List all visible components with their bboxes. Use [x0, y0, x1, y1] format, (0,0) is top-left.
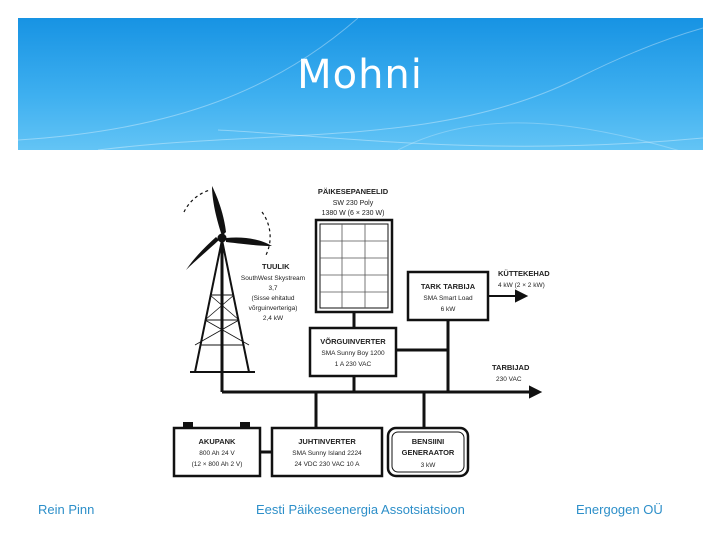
wind-turbine-note2: võrguinverteriga) — [249, 305, 298, 312]
wind-turbine-model: SouthWest Skystream — [241, 275, 305, 282]
heaters-power: 4 kW (2 × 2 kW) — [498, 282, 545, 289]
grid-inverter-model: SMA Sunny Boy 1200 — [321, 350, 385, 357]
wind-turbine-icon — [183, 186, 272, 373]
solar-panels-power: 1380 W (6 × 230 W) — [322, 210, 385, 217]
banner-decoration — [18, 18, 703, 150]
slide-title: Mohni — [297, 52, 423, 98]
grid-inverter-output: 1 A 230 VAC — [335, 361, 372, 368]
footer-organization: Eesti Päikeseenergia Assotsiatsioon — [256, 502, 465, 517]
generator-title-line2: GENERAATOR — [402, 448, 455, 457]
wind-turbine-note1: (Sisse ehitatud — [252, 295, 295, 302]
battery-box — [172, 426, 262, 478]
battery-title: AKUPANK — [199, 437, 237, 446]
battery-capacity: 800 Ah 24 V — [199, 450, 235, 457]
wind-turbine-title: TUULIK — [262, 262, 290, 271]
heaters-title: KÜTTEKEHAD — [498, 269, 550, 278]
main-inverter-title: JUHTINVERTER — [298, 437, 356, 446]
arrow-icon — [488, 289, 543, 399]
wind-turbine-power: 2,4 kW — [263, 315, 284, 322]
solar-panel-icon — [314, 218, 394, 314]
generator-power: 3 kW — [421, 462, 437, 469]
generator-box — [386, 426, 470, 478]
grid-inverter-title: VÕRGUINVERTER — [320, 337, 386, 346]
battery-terminal-negative — [183, 422, 193, 428]
solar-panels-title: PÄIKESEPANEELID — [318, 187, 389, 196]
consumers-voltage: 230 VAC — [496, 376, 522, 383]
consumers-title: TARBIJAD — [492, 363, 530, 372]
battery-terminal-positive — [240, 422, 250, 428]
battery-config: (12 × 800 Ah 2 V) — [192, 461, 243, 468]
smart-load-model: SMA Smart Load — [423, 295, 473, 302]
smart-load-title: TARK TARBIJA — [421, 282, 476, 291]
main-inverter-spec: 24 VDC 230 VAC 10 A — [295, 461, 361, 468]
main-inverter-model: SMA Sunny Island 2224 — [292, 450, 362, 457]
title-banner — [18, 18, 703, 150]
smart-load-power: 6 kW — [441, 306, 457, 313]
solar-panels-model: SW 230 Poly — [333, 200, 374, 207]
wind-turbine-version: 3,7 — [268, 285, 277, 292]
generator-title-line1: BENSIINI — [412, 437, 445, 446]
bus-lines — [220, 312, 536, 454]
main-inverter-box — [270, 426, 384, 478]
footer-author: Rein Pinn — [38, 502, 95, 517]
footer-company: Energogen OÜ — [576, 502, 663, 517]
generator-inner-frame — [391, 431, 465, 473]
